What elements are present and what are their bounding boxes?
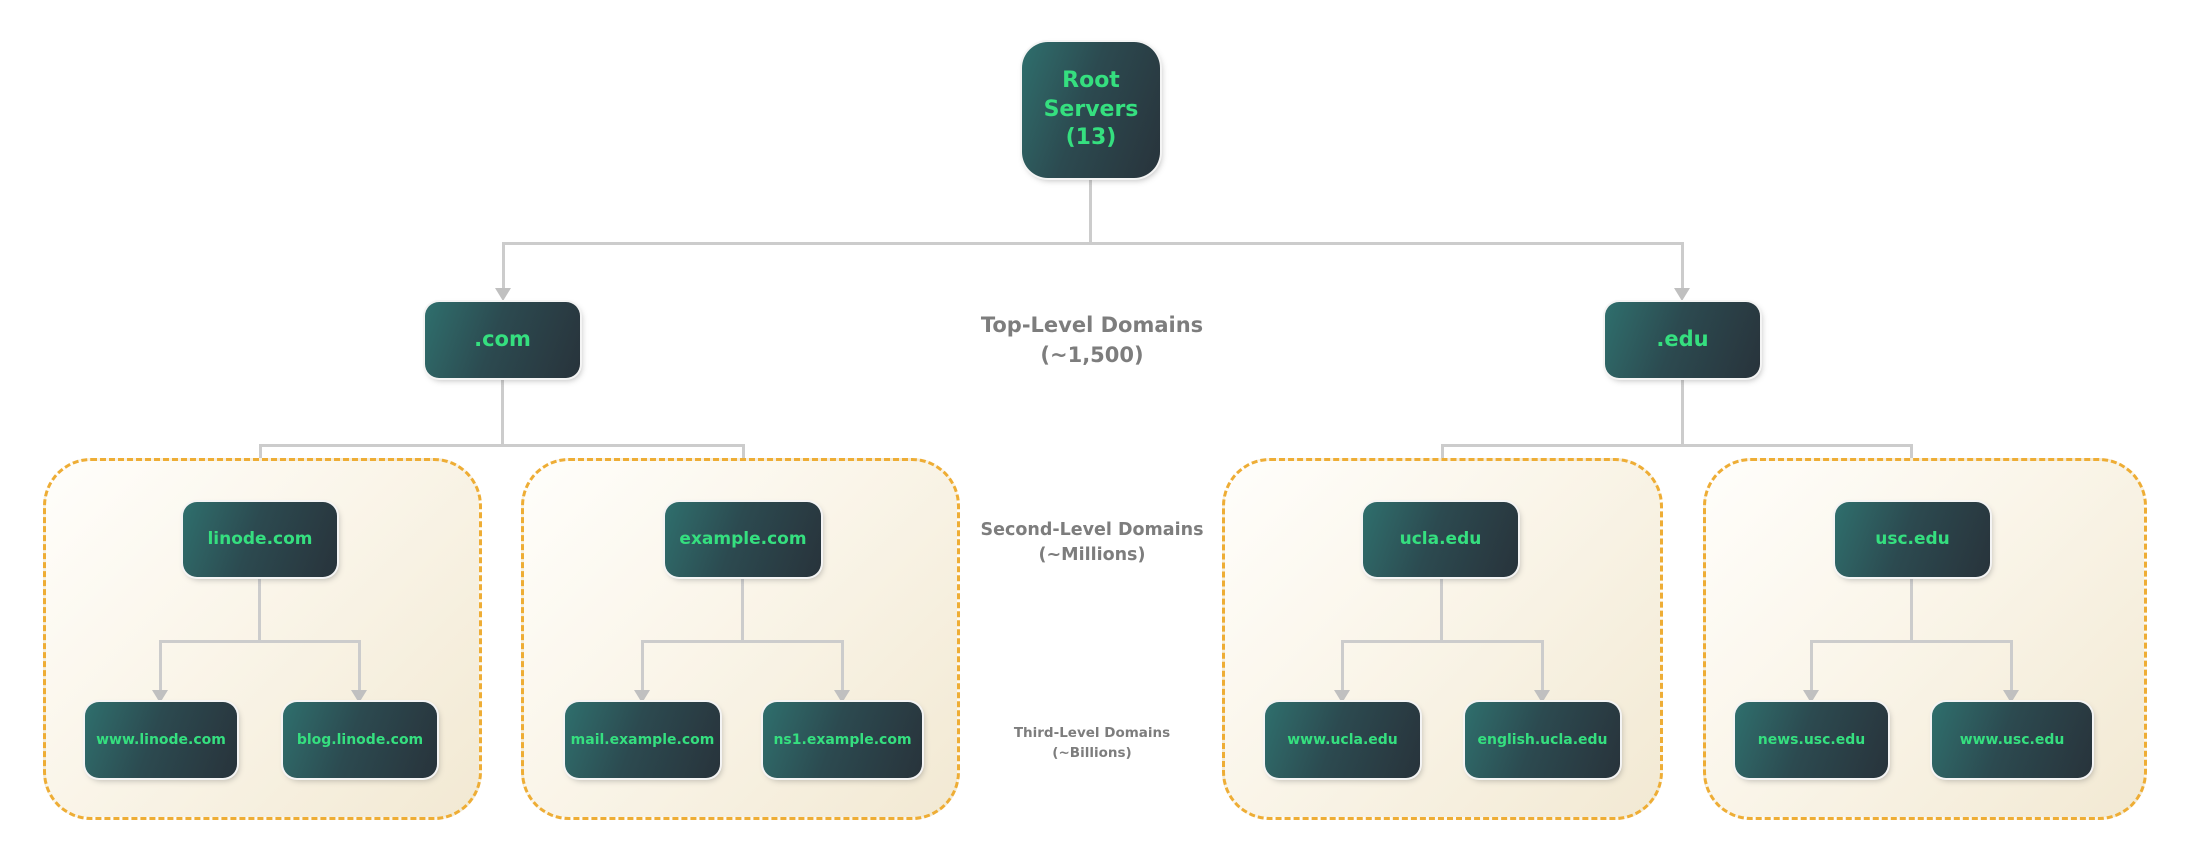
node-sub-www-ucla-edu: www.ucla.edu (1265, 702, 1420, 778)
connector-usc-stem (1910, 577, 1913, 640)
connector-to-www-usc (2010, 640, 2013, 690)
arrowhead-to-english-ucla (1534, 690, 1550, 703)
node-sub-mail-example-com: mail.example.com (565, 702, 720, 778)
node-sub-blog-linode-com: blog.linode.com (283, 702, 437, 778)
arrowhead-to-com (495, 288, 511, 301)
arrowhead-to-ns1-example (834, 690, 850, 703)
connector-to-edu (1681, 242, 1684, 288)
node-tld-edu: .edu (1605, 302, 1760, 378)
node-sub-www-usc-edu: www.usc.edu (1932, 702, 2092, 778)
connector-linode-stem (258, 577, 261, 640)
arrowhead-to-mail-example (634, 690, 650, 703)
connector-usc-crossbar (1811, 640, 2012, 643)
node-sub-ns1-example-com: ns1.example.com (763, 702, 922, 778)
connector-root-stem (1089, 178, 1092, 242)
node-sld-usc-edu: usc.edu (1835, 502, 1990, 577)
arrowhead-to-news-usc (1803, 690, 1819, 703)
connector-ucla-crossbar (1342, 640, 1543, 643)
arrowhead-to-blog-linode (351, 690, 367, 703)
node-sld-ucla-edu: ucla.edu (1363, 502, 1518, 577)
connector-com-crossbar (259, 444, 745, 447)
connector-root-crossbar (502, 242, 1684, 245)
connector-edu-crossbar (1441, 444, 1913, 447)
node-sub-www-linode-com: www.linode.com (85, 702, 237, 778)
arrowhead-to-www-linode (152, 690, 168, 703)
connector-to-www-linode (159, 640, 162, 690)
connector-example-stem (741, 577, 744, 640)
connector-ucla-stem (1440, 577, 1443, 640)
label-second-level-domains: Second-Level Domains (~Millions) (980, 520, 1204, 566)
connector-to-english-ucla (1541, 640, 1544, 690)
connector-example-crossbar (642, 640, 843, 643)
connector-to-com (502, 242, 505, 288)
arrowhead-to-www-usc (2003, 690, 2019, 703)
node-sld-example-com: example.com (665, 502, 821, 577)
connector-to-blog-linode (358, 640, 361, 690)
connector-edu-stem (1681, 378, 1684, 444)
connector-linode-crossbar (160, 640, 360, 643)
connector-to-news-usc (1810, 640, 1813, 690)
connector-to-mail-example (641, 640, 644, 690)
arrowhead-to-www-ucla (1334, 690, 1350, 703)
connector-to-ns1-example (841, 640, 844, 690)
node-root-servers: Root Servers (13) (1022, 42, 1160, 178)
arrowhead-to-edu (1674, 288, 1690, 301)
connector-com-stem (501, 378, 504, 444)
node-sub-english-ucla-edu: english.ucla.edu (1465, 702, 1620, 778)
label-third-level-domains: Third-Level Domains (~Billions) (1013, 725, 1171, 762)
node-tld-com: .com (425, 302, 580, 378)
connector-to-www-ucla (1341, 640, 1344, 690)
node-sld-linode-com: linode.com (183, 502, 337, 577)
label-top-level-domains: Top-Level Domains (~1,500) (980, 313, 1204, 368)
node-sub-news-usc-edu: news.usc.edu (1735, 702, 1888, 778)
